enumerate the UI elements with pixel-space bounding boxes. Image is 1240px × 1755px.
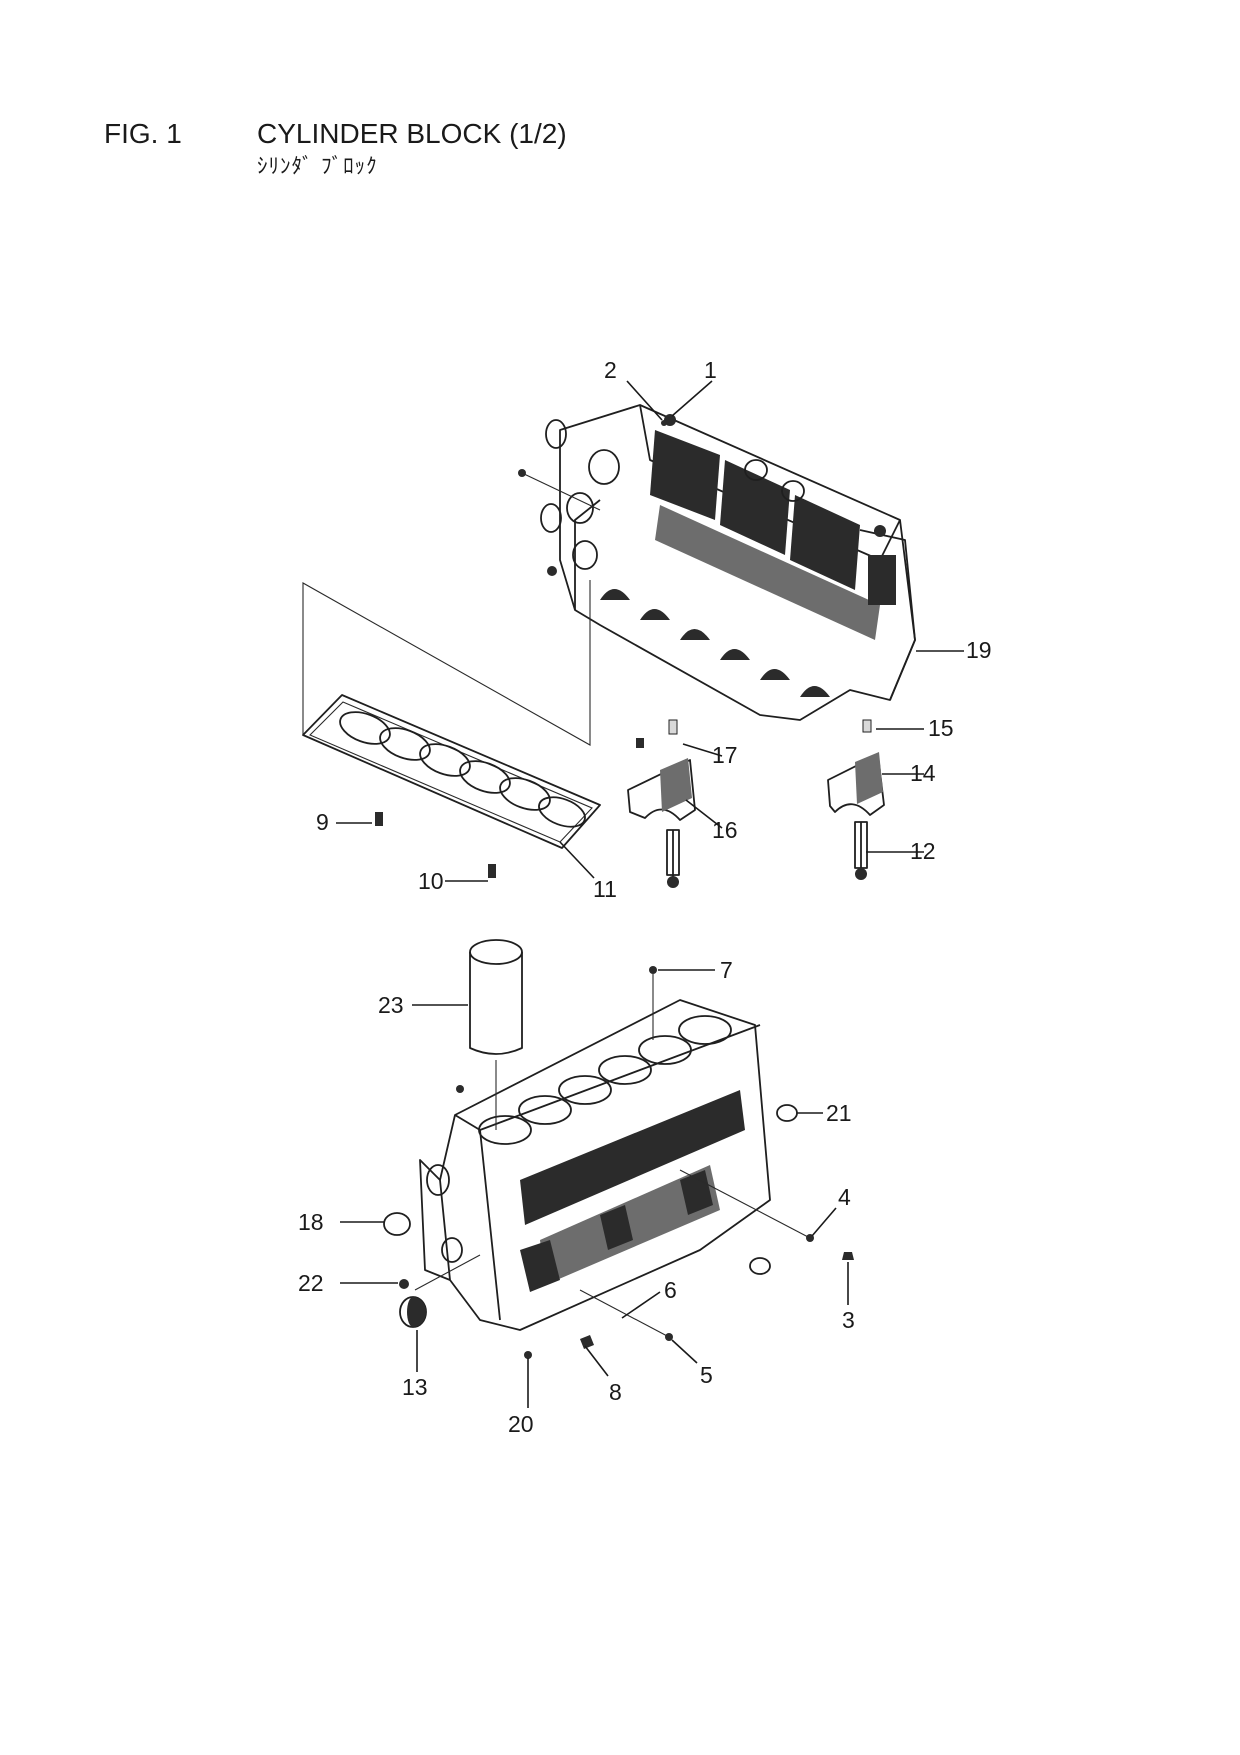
callout-11: 11: [593, 876, 617, 902]
figure-subtitle-japanese: ｼﾘﾝﾀﾞ ﾌﾞﾛｯｸ: [257, 154, 378, 178]
callout-13: 13: [402, 1374, 428, 1400]
head-gasket-drawing: [302, 580, 601, 849]
callout-14: 14: [910, 760, 936, 786]
callout-15: 15: [928, 715, 954, 741]
callout-4: 4: [838, 1184, 851, 1210]
cylinder-liner-drawing: [469, 939, 523, 1130]
callout-3: 3: [842, 1307, 855, 1333]
callout-17: 17: [712, 742, 738, 768]
callout-20: 20: [508, 1411, 534, 1437]
callout-labels: 1 2 3 4 5 6 7 8 9 10 11 12 13 14 15 16 1…: [298, 357, 992, 1437]
callout-9: 9: [316, 809, 329, 835]
upper-loose-parts: [518, 414, 886, 576]
figure-title: CYLINDER BLOCK (1/2): [257, 118, 567, 149]
dowel-pins: [375, 812, 496, 878]
cylinder-block-top-drawing: [414, 999, 771, 1331]
callout-12: 12: [910, 838, 936, 864]
callout-6: 6: [664, 1277, 677, 1303]
callout-22: 22: [298, 1270, 324, 1296]
callout-8: 8: [609, 1379, 622, 1405]
callout-21: 21: [826, 1100, 852, 1126]
lower-loose-parts: [383, 966, 854, 1359]
callout-10: 10: [418, 868, 444, 894]
callout-23: 23: [378, 992, 404, 1018]
plug-2: [661, 420, 667, 426]
main-bearing-cap-14: [636, 719, 885, 880]
callout-16: 16: [712, 817, 738, 843]
callout-1: 1: [704, 357, 717, 383]
figure-number: FIG. 1: [104, 118, 182, 149]
callout-18: 18: [298, 1209, 324, 1235]
main-bearing-cap-16: [627, 719, 696, 888]
callout-19: 19: [966, 637, 992, 663]
seal-ring-upper-3: [744, 459, 768, 481]
seal-ring-upper-1: [545, 419, 567, 449]
seal-ring-upper-2: [540, 503, 562, 533]
callout-7: 7: [720, 957, 733, 983]
callout-5: 5: [700, 1362, 713, 1388]
seal-ring-upper-4: [781, 480, 805, 502]
leader-lines: [336, 380, 964, 1408]
callout-2: 2: [604, 357, 617, 383]
cylinder-block-underside-drawing: [559, 404, 916, 721]
